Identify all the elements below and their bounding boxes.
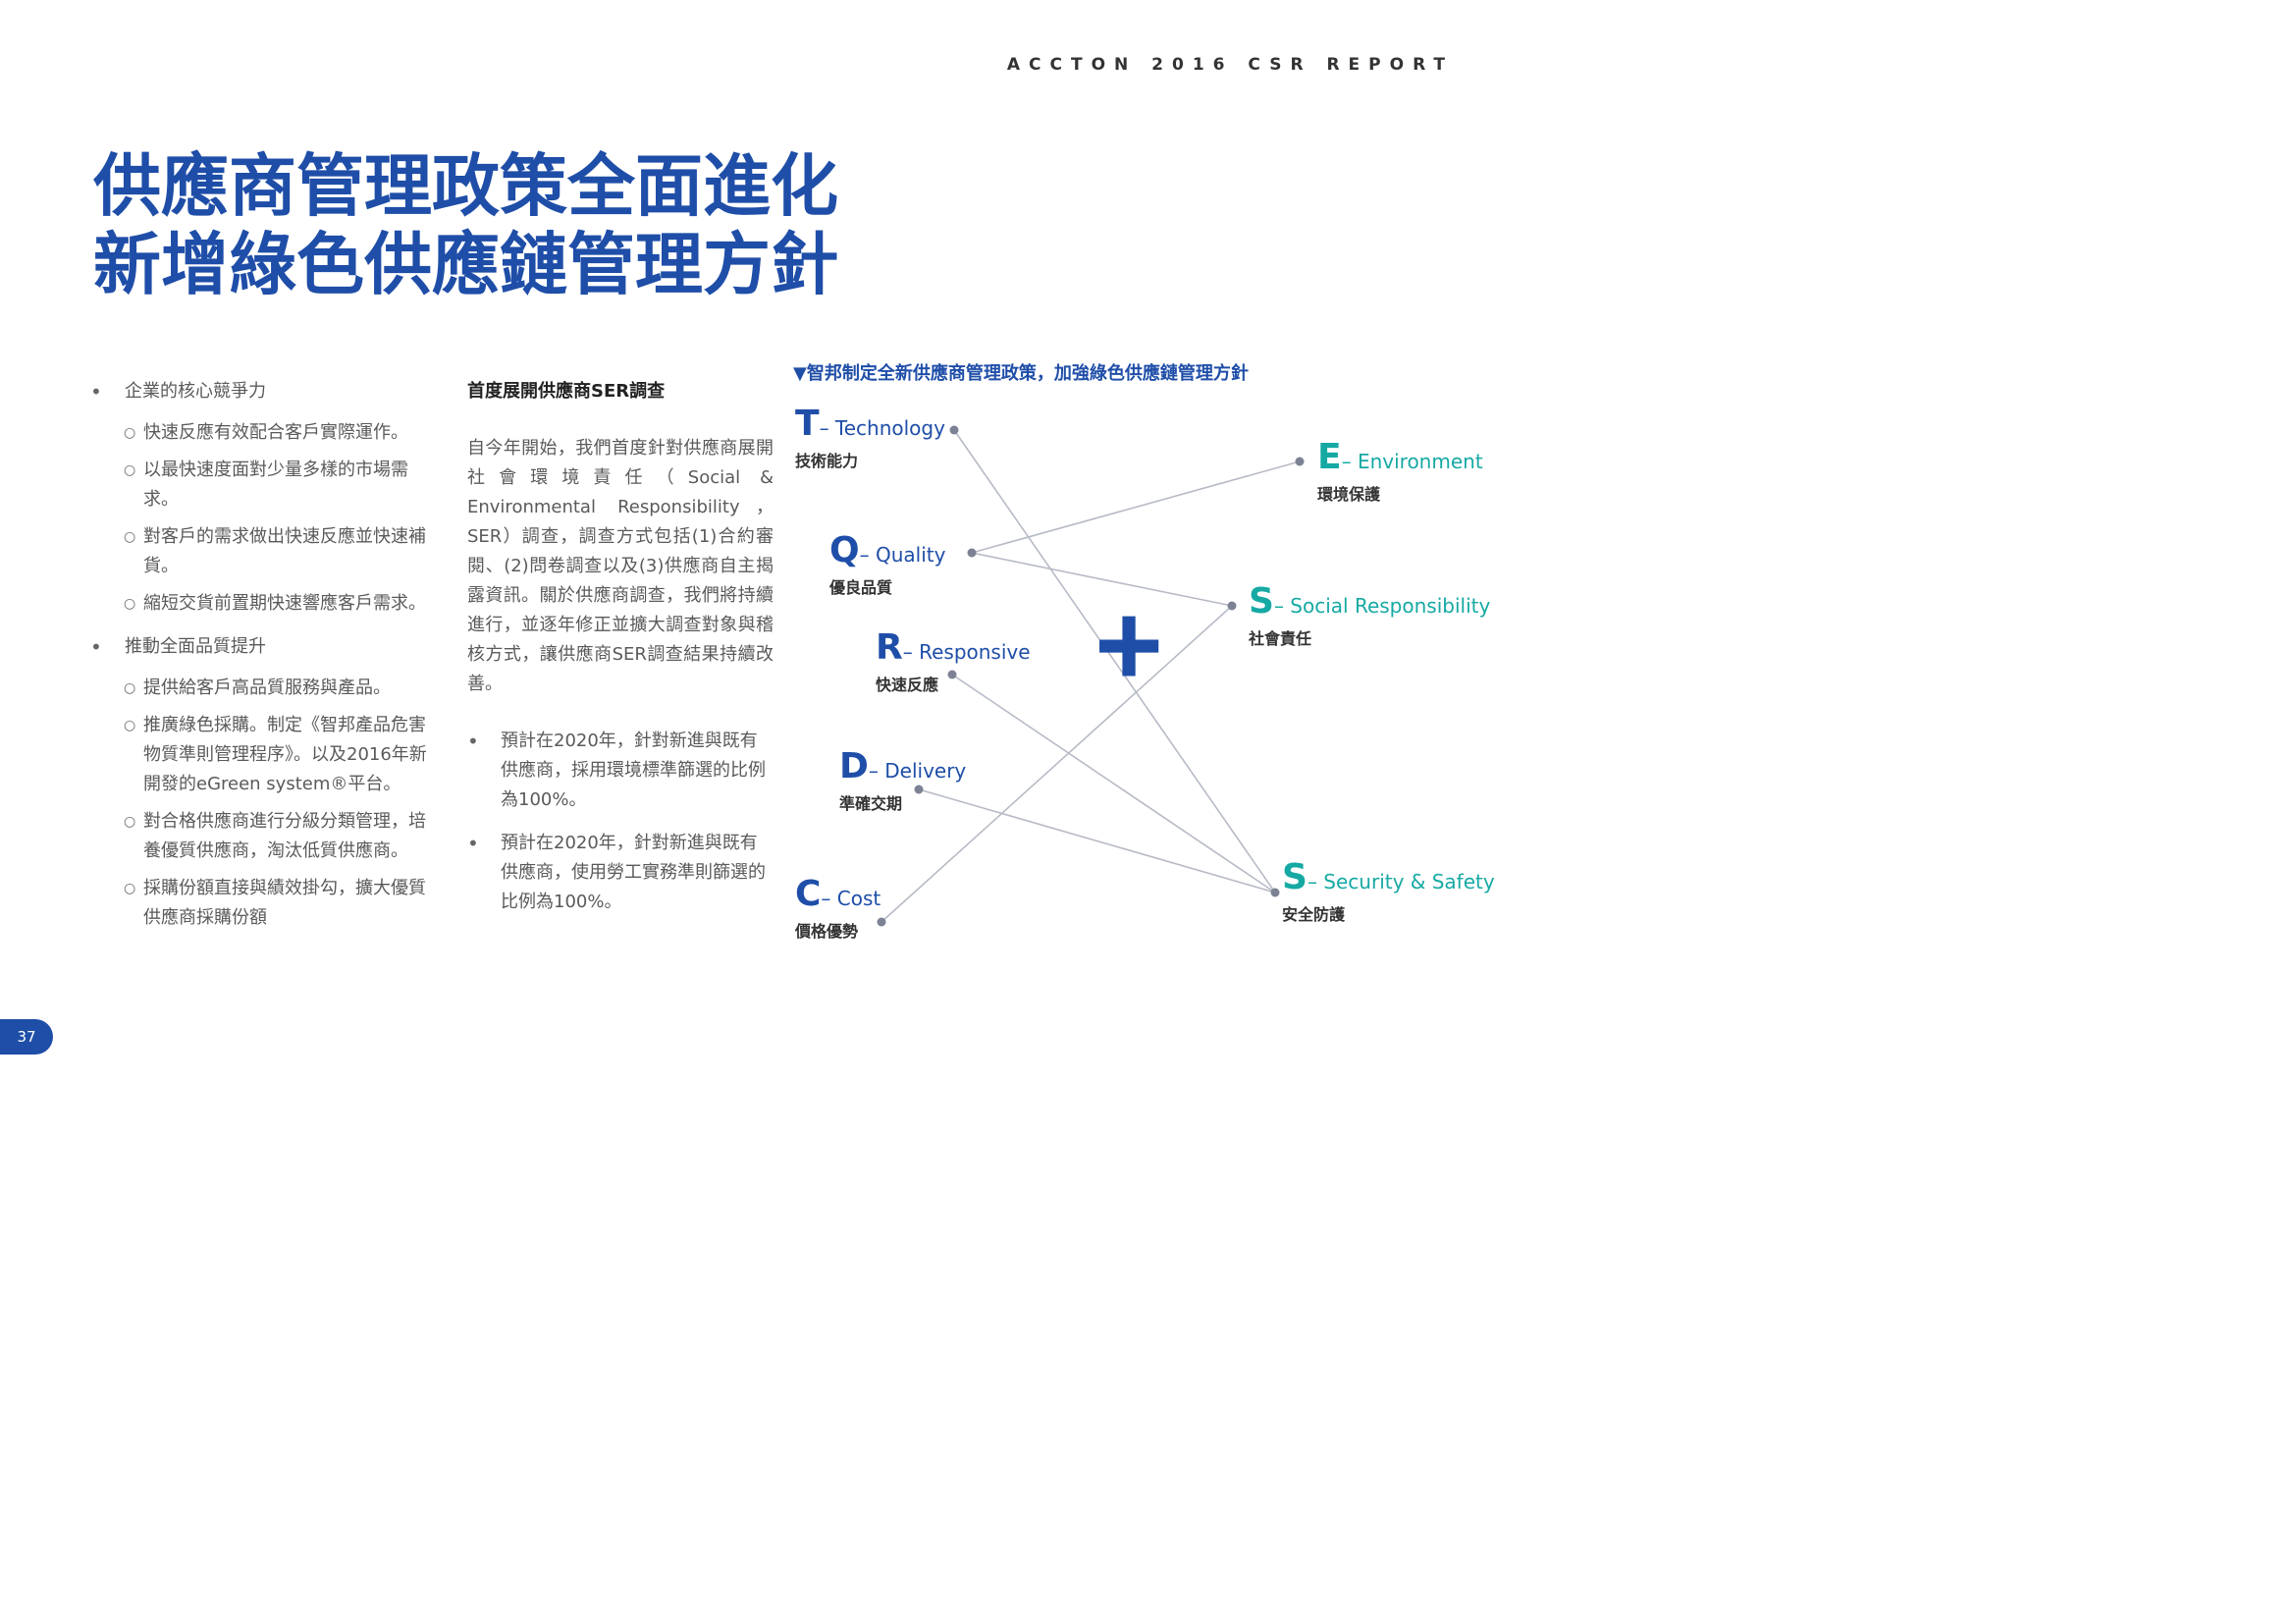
ring-bullet-icon: ○ — [124, 529, 136, 545]
sub-bullet-text: 對合格供應商進行分級分類管理，培養優質供應商，淘汰低質供應商。 — [143, 811, 426, 861]
plus-sign: + — [1095, 579, 1163, 711]
sub-bullet-item: ○ 對合格供應商進行分級分類管理，培養優質供應商，淘汰低質供應商。 — [90, 807, 429, 866]
ring-bullet-icon: ○ — [124, 596, 136, 612]
ring-bullet-icon: ○ — [124, 814, 136, 830]
headline-line-2: 新增綠色供應鏈管理方針 — [93, 226, 838, 304]
node-chinese-label: 準確交期 — [839, 794, 903, 813]
section-heading: 首度展開供應商SER調查 — [467, 381, 666, 402]
node-chinese-label: 技術能力 — [795, 452, 859, 470]
sub-bullet-text: 縮短交貨前置期快速響應客戶需求。 — [143, 593, 426, 614]
page-number-badge: 37 — [0, 1019, 53, 1055]
node-letter: D — [839, 746, 869, 786]
bullet-label: 推動全面品質提升 — [125, 636, 266, 657]
sub-bullet-item: ○ 採購份額直接與績效掛勾，擴大優質供應商採購份額 — [90, 874, 429, 933]
ring-bullet-icon: ○ — [124, 462, 136, 478]
ring-bullet-icon: ○ — [124, 881, 136, 896]
sub-bullet-text: 提供給客戶高品質服務與產品。 — [143, 677, 391, 698]
diagram-caption: ▼智邦制定全新供應商管理政策，加強綠色供應鏈管理方針 — [793, 363, 1249, 384]
node-delivery: D– Delivery 準確交期 — [839, 749, 966, 814]
node-chinese-label: 環境保護 — [1317, 485, 1381, 504]
connection-line-4 — [951, 674, 1276, 893]
node-letter: T — [795, 404, 820, 444]
headline-line-1: 供應商管理政策全面進化 — [93, 147, 838, 226]
sub-bullet-item: ○ 提供給客戶高品質服務與產品。 — [90, 674, 429, 703]
node-name: – Cost — [821, 887, 881, 910]
node-name: – Social Responsibility — [1273, 594, 1491, 618]
node-chinese-label: 價格優勢 — [795, 922, 859, 941]
node-name: – Security & Safety — [1307, 870, 1495, 893]
target-text: 預計在2020年，針對新進與既有供應商，使用勞工實務準則篩選的比例為100%。 — [501, 833, 766, 912]
target-bullet: • 預計在2020年，針對新進與既有供應商，採用環境標準篩選的比例為100%。 — [467, 727, 774, 815]
bullet-dot-icon: • — [467, 730, 479, 753]
node-name: – Quality — [859, 543, 946, 567]
node-letter: E — [1317, 437, 1342, 477]
section-paragraph: 自今年開始，我們首度針對供應商展開社會環境責任（Social & Environ… — [467, 438, 774, 694]
ring-bullet-icon: ○ — [124, 718, 136, 733]
sub-bullet-item: ○ 縮短交貨前置期快速響應客戶需求。 — [90, 589, 429, 619]
sub-bullet-item: ○ 快速反應有效配合客戶實際運作。 — [90, 418, 429, 448]
connection-dot-icon — [1295, 457, 1305, 466]
connection-dot-icon — [967, 548, 977, 558]
bullet-item: • 推動全面品質提升 — [90, 632, 429, 662]
sub-bullet-item: ○ 對客戶的需求做出快速反應並快速補貨。 — [90, 522, 429, 581]
node-security-safety: S– Security & Safety 安全防護 — [1282, 860, 1495, 925]
node-name: – Environment — [1341, 450, 1483, 473]
node-quality: Q– Quality 優良品質 — [829, 533, 945, 598]
sub-bullet-item: ○ 以最快速度面對少量多樣的市場需求。 — [90, 456, 429, 514]
connection-line-5 — [918, 788, 1276, 893]
bullet-dot-icon: • — [467, 832, 479, 855]
report-title: ACCTON 2016 CSR REPORT — [1006, 55, 1454, 75]
connection-dot-icon — [949, 425, 959, 435]
connection-dot-icon — [1270, 888, 1280, 897]
ring-bullet-icon: ○ — [124, 425, 136, 441]
bullet-item: • 企業的核心競爭力 — [90, 377, 429, 406]
node-chinese-label: 優良品質 — [829, 578, 893, 597]
bullet-dot-icon: • — [90, 380, 102, 404]
bullet-dot-icon: • — [90, 635, 102, 659]
core-competence-list: • 企業的核心競爭力 ○ 快速反應有效配合客戶實際運作。 ○ 以最快速度面對少量多樣… — [90, 377, 429, 941]
node-letter: S — [1249, 581, 1274, 622]
target-text: 預計在2020年，針對新進與既有供應商，採用環境標準篩選的比例為100%。 — [501, 731, 766, 810]
node-chinese-label: 社會責任 — [1249, 629, 1312, 648]
node-chinese-label: 安全防護 — [1282, 905, 1346, 924]
sub-bullet-text: 對客戶的需求做出快速反應並快速補貨。 — [143, 526, 426, 576]
node-technology: T– Technology 技術能力 — [795, 406, 945, 471]
node-letter: R — [876, 627, 903, 668]
node-chinese-label: 快速反應 — [876, 676, 939, 694]
connection-line-2 — [971, 460, 1301, 554]
ring-bullet-icon: ○ — [124, 680, 136, 696]
node-name: – Delivery — [868, 759, 967, 783]
node-name: – Technology — [819, 416, 945, 440]
sub-bullet-item: ○ 推廣綠色採購。制定《智邦產品危害物質準則管理程序》。以及2016年新開發的eG… — [90, 711, 429, 799]
sub-bullet-text: 以最快速度面對少量多樣的市場需求。 — [143, 460, 408, 510]
ser-survey-section: 首度展開供應商SER調查 自今年開始，我們首度針對供應商展開社會環境責任（Soc… — [467, 377, 774, 931]
sub-bullet-text: 快速反應有效配合客戶實際運作。 — [143, 422, 408, 443]
node-letter: S — [1282, 857, 1308, 897]
connection-dot-icon — [1227, 601, 1237, 611]
node-environment: E– Environment 環境保護 — [1317, 440, 1483, 505]
node-letter: Q — [829, 530, 860, 570]
sub-bullet-text: 採購份額直接與績效掛勾，擴大優質供應商採購份額 — [143, 878, 426, 928]
target-bullet: • 預計在2020年，針對新進與既有供應商，使用勞工實務準則篩選的比例為100%。 — [467, 829, 774, 917]
node-cost: C– Cost 價格優勢 — [795, 877, 881, 942]
node-name: – Responsive — [902, 640, 1031, 664]
node-responsive: R– Responsive 快速反應 — [876, 630, 1031, 695]
node-letter: C — [795, 874, 822, 914]
sub-bullet-text: 推廣綠色採購。制定《智邦產品危害物質準則管理程序》。以及2016年新開發的eGr… — [143, 715, 427, 794]
page-headline: 供應商管理政策全面進化 新增綠色供應鏈管理方針 — [93, 147, 838, 304]
connection-line-3 — [971, 552, 1233, 607]
node-social-responsibility: S– Social Responsibility 社會責任 — [1249, 584, 1490, 649]
bullet-label: 企業的核心競爭力 — [125, 381, 266, 402]
